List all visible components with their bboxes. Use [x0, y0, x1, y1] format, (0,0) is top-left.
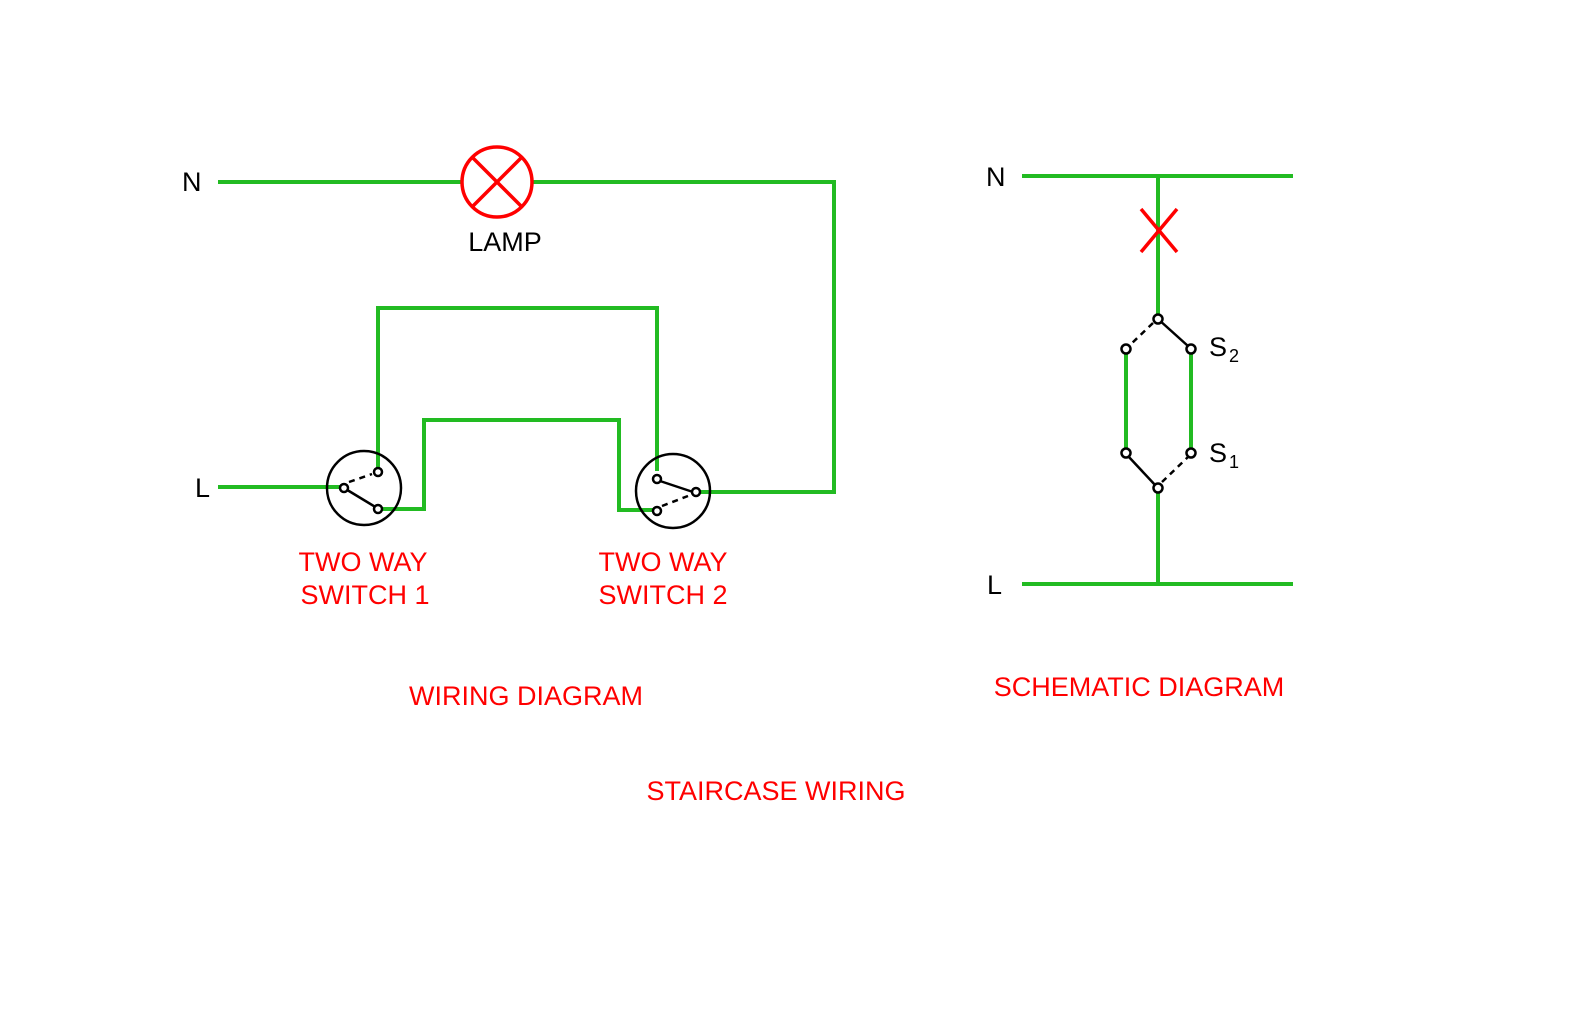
traveller-wire-upper [376, 306, 659, 471]
switch1-terminal-lower [372, 503, 384, 515]
schematic-lamp [1139, 207, 1179, 254]
s2-blade [1157, 318, 1189, 347]
switch1-body [325, 449, 403, 527]
lamp-circle [460, 145, 534, 219]
switch1-common-terminal [338, 482, 350, 494]
switch2-label-line2: SWITCH 2 [598, 580, 727, 610]
switch1-dash [348, 472, 373, 484]
switch1-terminal-upper [372, 466, 384, 478]
s1-dash [1161, 456, 1189, 483]
switch2-terminal-lower [651, 505, 663, 517]
switch2-common-terminal [690, 486, 702, 498]
s2-terminal-right [1185, 343, 1197, 355]
switch2-body [634, 452, 712, 530]
switch1-label-line2: SWITCH 1 [300, 580, 429, 610]
s1-blade [1127, 455, 1157, 487]
schematic-lamp-cross-b [1139, 207, 1179, 254]
lamp [460, 145, 534, 219]
switch2-dash [661, 494, 689, 508]
lamp-cross-b [470, 155, 524, 209]
wiring-n-label: N [182, 167, 202, 197]
schematic-diagram [1022, 174, 1293, 586]
schematic-l-label: L [987, 570, 1002, 600]
s1-label-sub: 1 [1229, 452, 1239, 472]
schematic-switch-s2 [1120, 313, 1197, 355]
schematic-diagram-caption: SCHEMATIC DIAGRAM [994, 672, 1285, 702]
wiring-l-label: L [195, 473, 210, 503]
switch2-terminal-upper [651, 473, 663, 485]
wiring-diagram [218, 180, 836, 512]
s1-terminal-right [1185, 447, 1197, 459]
s2-label-main: S [1209, 332, 1227, 362]
figure-title: STAIRCASE WIRING [646, 776, 905, 806]
switch2-label-line1: TWO WAY [599, 547, 728, 577]
schematic-n-label: N [986, 162, 1006, 192]
s2-label-sub: 2 [1229, 346, 1239, 366]
s2-terminal-left [1120, 343, 1132, 355]
switch1-blade [343, 486, 378, 510]
s2-dash [1129, 322, 1154, 346]
two-way-switch-2 [634, 452, 712, 530]
traveller-wire-lower [378, 418, 657, 512]
s1-common-terminal [1152, 482, 1164, 494]
wiring-diagram-caption: WIRING DIAGRAM [409, 681, 643, 711]
switch1-label-line1: TWO WAY [299, 547, 428, 577]
two-way-switch-1 [325, 449, 403, 527]
lamp-return-wire [532, 180, 836, 494]
s2-common-terminal [1152, 313, 1164, 325]
lamp-label: LAMP [468, 227, 542, 257]
switch2-blade [656, 478, 694, 494]
schematic-switch-s1 [1120, 447, 1197, 494]
s1-label-main: S [1209, 438, 1227, 468]
s1-terminal-left [1120, 447, 1132, 459]
